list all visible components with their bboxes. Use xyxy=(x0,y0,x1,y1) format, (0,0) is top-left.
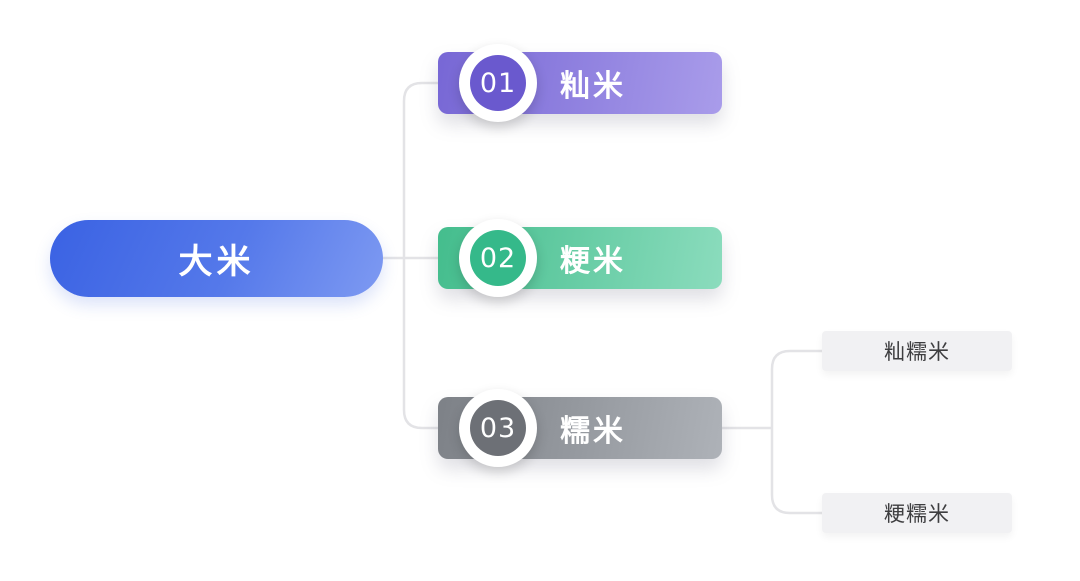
branch-2-label: 粳米 xyxy=(560,245,626,278)
branch-2-number-badge: 02 xyxy=(459,219,537,297)
leaf-node-indica-glutinous: 籼糯米 xyxy=(822,331,1012,371)
leaf-node-japonica-glutinous: 粳糯米 xyxy=(822,493,1012,533)
branch-3-number: 03 xyxy=(470,400,526,456)
connector-right-trunk xyxy=(770,349,822,515)
connector-left-trunk xyxy=(402,81,438,430)
branch-1-number-badge: 01 xyxy=(459,44,537,122)
branch-2-number: 02 xyxy=(470,230,526,286)
branch-1-number: 01 xyxy=(470,55,526,111)
branch-1-label: 籼米 xyxy=(560,70,626,103)
root-node-rice: 大米 xyxy=(50,220,383,297)
branch-3-label: 糯米 xyxy=(560,415,626,448)
branch-3-number-badge: 03 xyxy=(459,389,537,467)
